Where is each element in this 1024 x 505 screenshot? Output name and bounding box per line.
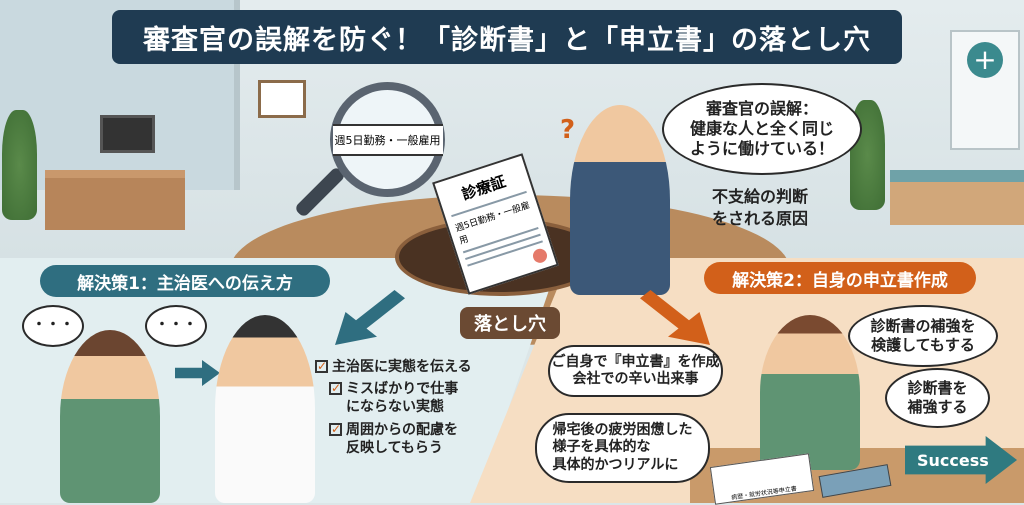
pitfall-label: 落とし穴 <box>460 307 560 339</box>
examiner-bubble: 審査官の誤解：健康な人と全く同じように働けている！ <box>662 83 862 175</box>
page-title: 審査官の誤解を防ぐ！「診断書」と「申立書」の落とし穴 <box>112 10 902 64</box>
bubble-line: ご自身で『申立書』を作成 <box>551 353 720 370</box>
chart-frame <box>258 80 306 118</box>
statement-bubble-2: 帰宅後の疲労困憊した様子を具体的な具体的かつリアルに <box>535 413 710 483</box>
bubble-line: 様子を具体的な <box>552 439 651 456</box>
cause-line: 不支給の判断 <box>712 187 809 206</box>
checklist-text: 反映してもらう <box>346 439 443 456</box>
cause-line: をされる原因 <box>712 208 809 228</box>
plant-left <box>2 110 37 220</box>
bubble-line: 補強する <box>907 398 968 416</box>
bubble-line: 検護してもする <box>871 336 975 354</box>
bubble-line: ように働けている！ <box>689 139 834 158</box>
writer-figure <box>760 315 860 470</box>
bubble-line: 審査官の誤解： <box>705 99 818 118</box>
reinforce-bubble-1: 診断書の補強を検護してもする <box>848 305 998 367</box>
exam-bed <box>890 170 1024 225</box>
checklist-item: ✓ 周囲からの配慮を反映してもらう <box>329 421 520 457</box>
checklist-item: ✓ 主治医に実態を伝える <box>315 358 520 376</box>
doctor-speech-bubble: ・・・ <box>145 305 207 347</box>
reinforce-bubble-2: 診断書を補強する <box>885 368 990 428</box>
bubble-line: 診断書を <box>907 379 968 398</box>
checklist: ✓ 主治医に実態を伝える ✓ ミスばかりで仕事にならない実態 ✓ 周囲からの配慮を反映… <box>315 358 520 461</box>
checkbox-checked-icon: ✓ <box>329 381 342 396</box>
bubble-line: 診断書の補強を <box>870 317 976 336</box>
question-mark-icon: ? <box>560 115 576 145</box>
solution1-label: 解決策1：主治医への伝え方 <box>40 265 330 297</box>
desk <box>45 170 185 230</box>
checkbox-checked-icon: ✓ <box>315 359 328 373</box>
cause-text: 不支給の判断をされる原因 <box>712 186 808 229</box>
bubble-line: 健康な人と全く同じ <box>689 119 834 138</box>
statement-bubble-1: ご自身で『申立書』を作成会社での辛い出来事 <box>548 345 723 397</box>
checklist-text: 主治医に実態を伝える <box>332 359 472 375</box>
magnifier-text: 週5日勤務・一般雇用 <box>332 123 443 156</box>
checklist-text: にならない実態 <box>346 399 444 416</box>
checklist-item: ✓ ミスばかりで仕事にならない実態 <box>329 380 520 416</box>
patient-speech-bubble: ・・・ <box>22 305 84 347</box>
monitor <box>100 115 155 153</box>
doctor-figure <box>215 315 315 503</box>
checklist-text: ミスばかりで仕事 <box>346 381 459 398</box>
magnifier-icon: 週5日勤務・一般雇用 <box>330 82 445 197</box>
patient-figure <box>60 330 160 503</box>
checkbox-checked-icon: ✓ <box>329 421 342 436</box>
examiner-figure <box>570 105 670 295</box>
medical-poster: + <box>950 30 1020 150</box>
bubble-line: 会社での辛い出来事 <box>572 371 699 387</box>
bubble-line: 帰宅後の疲労困憊した <box>552 421 693 438</box>
solution2-label: 解決策2：自身の申立書作成 <box>704 262 976 294</box>
bubble-line: 具体的かつリアルに <box>552 456 679 473</box>
stamp-icon <box>531 246 549 265</box>
checklist-text: 周囲からの配慮を <box>346 421 458 438</box>
